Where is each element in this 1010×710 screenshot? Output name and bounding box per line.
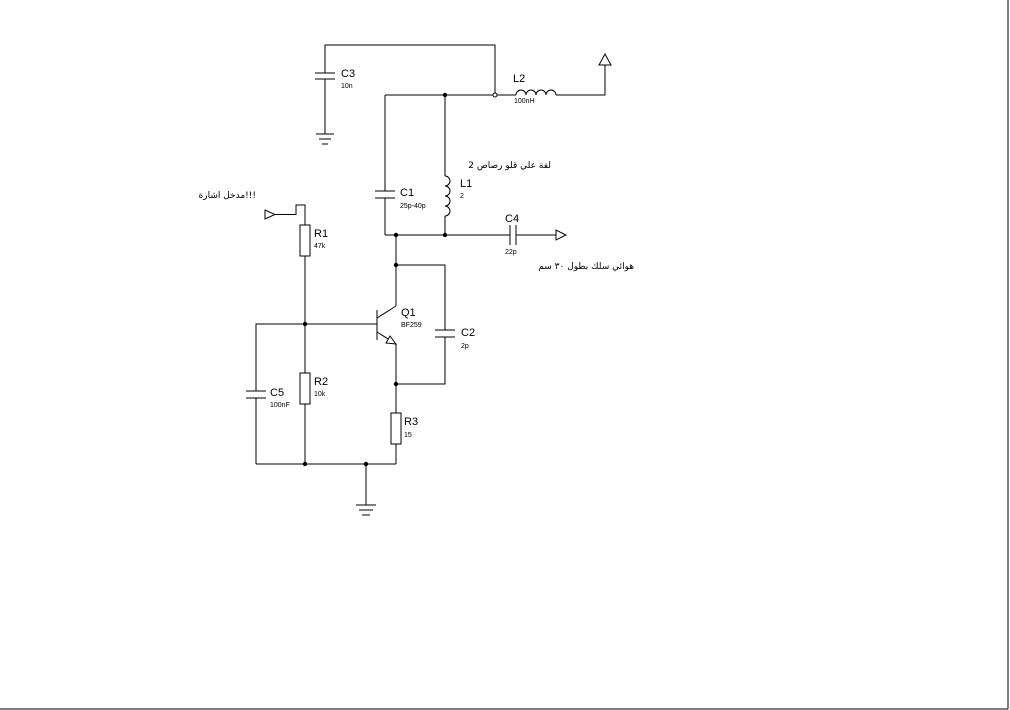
junction-dot — [302, 461, 308, 467]
r1-resistor[interactable] — [299, 224, 311, 257]
r2-resistor[interactable] — [299, 372, 311, 405]
l1-inductor[interactable] — [444, 175, 451, 217]
q1-ref: Q1 — [401, 307, 416, 319]
l1-value: 2 — [460, 193, 464, 200]
r3-ref: R3 — [404, 416, 418, 428]
c1-capacitor[interactable] — [375, 190, 395, 199]
c1-value: 25p-40p — [400, 203, 426, 210]
c5-top-wire — [255, 323, 305, 391]
c2-capacitor[interactable] — [435, 329, 455, 338]
junction-dot — [442, 232, 448, 238]
ground-symbol-c3 — [316, 133, 334, 145]
junction-dot — [393, 381, 399, 387]
q1-value: BF259 — [401, 322, 422, 329]
junction-node — [492, 92, 498, 98]
antenna-feed-wire — [556, 65, 606, 96]
r3-value: 15 — [404, 432, 412, 439]
antenna-icon — [598, 52, 612, 66]
r2-ref: R2 — [314, 376, 328, 388]
c4-ref: C4 — [505, 213, 519, 225]
input-wire — [275, 204, 306, 225]
ground-symbol-main — [356, 504, 376, 516]
c5-capacitor[interactable] — [246, 390, 266, 399]
r3-resistor[interactable] — [390, 412, 402, 445]
output-terminal-icon — [555, 229, 568, 241]
r1-value: 47k — [314, 243, 326, 250]
c4-capacitor[interactable] — [509, 225, 517, 245]
c4-value: 22p — [505, 249, 517, 256]
c5-value: 100nF — [270, 402, 290, 409]
c2-bottom-wire — [396, 337, 446, 385]
coil-note: لفة علي قلو رصاص 2 — [468, 161, 551, 171]
c3-value: 10n — [341, 83, 353, 90]
c2-top-wire — [396, 264, 446, 330]
r1-ref: R1 — [314, 228, 328, 240]
l2-inductor[interactable] — [515, 89, 557, 96]
input-note: مدخل اشارة!!! — [199, 191, 256, 201]
c3-ref: C3 — [341, 68, 355, 80]
junction-dot — [363, 461, 369, 467]
c1-ref: C1 — [400, 187, 414, 199]
l2-value: 100nH — [514, 98, 535, 105]
c2-ref: C2 — [461, 327, 475, 339]
l2-ref: L2 — [513, 73, 525, 85]
signal-input-icon — [264, 209, 277, 220]
r2-value: 10k — [314, 391, 326, 398]
c3-capacitor[interactable] — [315, 72, 335, 80]
c3-wires — [324, 44, 496, 134]
junction-dot — [393, 262, 399, 268]
c5-ref: C5 — [270, 387, 284, 399]
c2-value: 2p — [461, 343, 469, 350]
q1-transistor[interactable] — [376, 305, 398, 345]
l1-ref: L1 — [460, 178, 472, 190]
antenna-note: هوائي سلك بطول ٣٠ سم — [538, 262, 634, 272]
